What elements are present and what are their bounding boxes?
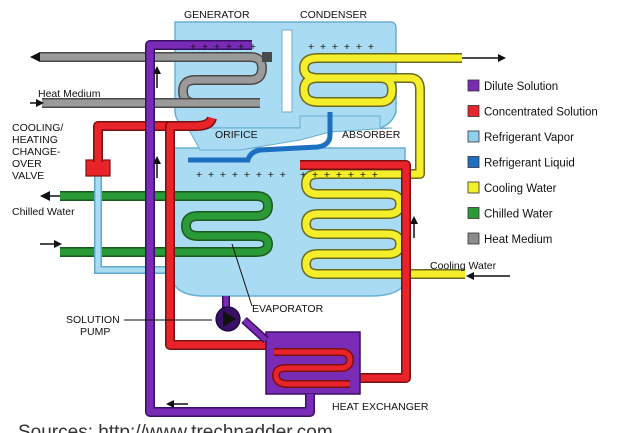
cooling-water-label: Cooling Water	[430, 260, 497, 272]
svg-text:HEATING: HEATING	[12, 134, 58, 146]
changeover-valve-label: COOLING/ HEATING CHANGE- OVER VALVE	[12, 122, 63, 182]
chilled-water-arrows	[40, 191, 62, 248]
svg-text:OVER: OVER	[12, 158, 42, 170]
svg-text:+ + + + + + +: + + + + + + +	[300, 169, 378, 181]
chilled-water-pipe	[60, 191, 273, 257]
legend-label: Cooling Water	[484, 183, 557, 195]
orifice-label: ORIFICE	[215, 129, 258, 141]
legend-label: Heat Medium	[484, 234, 552, 246]
source-credit: Sources: http://www.trechnadder.com	[18, 422, 333, 433]
heat-medium-arrows	[30, 52, 44, 107]
condenser-label: CONDENSER	[300, 9, 368, 21]
svg-text:+ + + + + +: + + + + + +	[308, 41, 374, 53]
solution-pump	[215, 306, 241, 332]
svg-text:PUMP: PUMP	[80, 326, 110, 338]
dilute-solution-pipe	[145, 40, 315, 417]
cooling-water-arrows	[410, 54, 510, 280]
svg-text:+ + + + + +: + + + + + +	[190, 41, 256, 53]
heat-exchanger	[265, 331, 361, 395]
legend-label: Refrigerant Liquid	[484, 158, 575, 170]
svg-text:SOLUTION: SOLUTION	[66, 314, 120, 326]
cooling-water-pipe	[299, 53, 465, 279]
legend-swatch	[467, 181, 480, 194]
heat-medium-pipe	[40, 52, 272, 108]
heat-exchanger-label: HEAT EXCHANGER	[332, 401, 429, 413]
legend-swatch	[467, 79, 480, 92]
solution-pump-label: SOLUTION PUMP	[66, 314, 212, 338]
svg-text:CHANGE-: CHANGE-	[12, 146, 61, 158]
svg-text:VALVE: VALVE	[12, 170, 44, 182]
legend-label: Dilute Solution	[484, 81, 558, 93]
refrigerant-liquid-pipe	[188, 112, 333, 163]
legend-label: Concentrated Solution	[484, 107, 598, 119]
legend-swatch	[467, 105, 480, 117]
orifice-connector	[187, 115, 393, 151]
legend-swatch	[467, 130, 480, 143]
evaporator-label: EVAPORATOR	[252, 303, 324, 315]
refrigerant-liquid-dots: + + + + + + + + + + + + + + + + + + + + …	[190, 41, 378, 181]
svg-text:COOLING/: COOLING/	[12, 122, 63, 134]
generator-label: GENERATOR	[184, 9, 250, 21]
heat-medium-label: Heat Medium	[38, 88, 101, 100]
legend-label: Refrigerant Vapor	[484, 132, 574, 144]
legend-label: Chilled Water	[484, 209, 553, 221]
evaporator-pointer	[231, 243, 253, 307]
flow-arrows	[153, 66, 188, 408]
svg-text:+ + + + + + + +: + + + + + + + +	[196, 169, 286, 181]
legend-swatch	[467, 232, 480, 245]
legend-swatch	[467, 207, 480, 219]
absorber-label: ABSORBER	[342, 129, 401, 141]
legend-swatch	[467, 156, 480, 168]
chilled-water-label: Chilled Water	[12, 206, 75, 218]
changeover-valve	[85, 159, 111, 177]
